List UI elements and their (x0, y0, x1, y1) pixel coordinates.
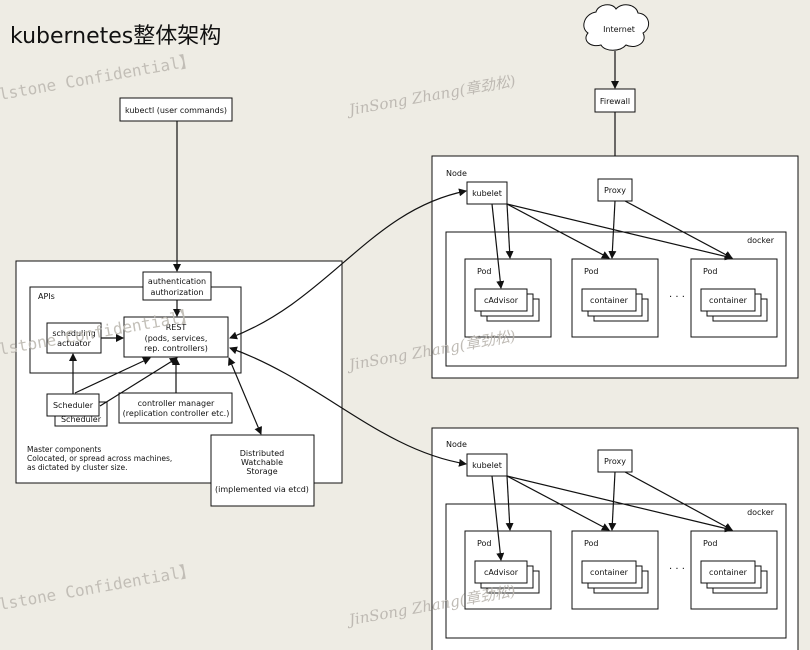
watermark-confidential: lstone Confidential】 (0, 51, 197, 104)
node-2: Node docker kubelet Proxy Pod cAdvisor P… (431, 427, 799, 650)
pod-label: Pod (477, 539, 492, 548)
proxy-label: Proxy (604, 186, 626, 195)
ellipsis: · · · (669, 292, 685, 303)
page-title: kubernetes整体架构 (10, 24, 221, 49)
master-components-line-1: Master components (27, 445, 101, 454)
kubectl-box (119, 97, 233, 122)
storage-line-2: Watchable (241, 458, 283, 467)
node-1: Node docker kubelet Proxy Pod cAdvisor P… (431, 155, 799, 379)
kubelet-box (466, 181, 508, 205)
master-components-line-2: Colocated, or spread across machines, (27, 454, 172, 463)
scheduler-label: Scheduler (53, 401, 94, 410)
scheduling-line-2: actuator (57, 339, 91, 348)
kubelet-label: kubelet (472, 461, 502, 470)
container-label: container (590, 296, 629, 305)
docker-label: docker (747, 508, 775, 517)
storage-line-3: Storage (246, 467, 277, 476)
docker-label: docker (747, 236, 775, 245)
arrow (624, 200, 733, 259)
kubelet-label: kubelet (472, 189, 502, 198)
container-box (700, 288, 756, 312)
container-box (474, 288, 528, 312)
auth-box (142, 271, 212, 301)
pod-label: Pod (584, 267, 599, 276)
storage-line-1: Distributed (240, 449, 284, 458)
watermark-author: JinSong Zhang(章劲松) (345, 72, 517, 120)
internet-cloud-icon (583, 4, 650, 51)
kubelet-box (466, 453, 508, 477)
node-label: Node (446, 440, 467, 449)
arrow-rest-kubelet-1 (229, 188, 467, 340)
arrow-scheduler-rest-2 (99, 357, 178, 407)
controller-line-1: controller manager (138, 399, 215, 408)
internet-label: Internet (603, 25, 635, 34)
container-label: cAdvisor (484, 296, 519, 305)
watermark-confidential: lstone Confidential】 (0, 561, 197, 614)
arrow (491, 475, 505, 561)
container-label: container (709, 296, 748, 305)
node-label: Node (446, 169, 467, 178)
storage-line-4: (implemented via etcd) (215, 485, 309, 494)
auth-line-2: authorization (150, 288, 203, 297)
pod-label: Pod (584, 539, 599, 548)
apis-label: APIs (38, 292, 55, 301)
arrow (505, 203, 514, 259)
pod-label: Pod (703, 267, 718, 276)
pod-label: Pod (703, 539, 718, 548)
container-box (700, 560, 756, 584)
arrow (506, 203, 610, 259)
container-box (474, 560, 528, 584)
arrow (491, 203, 505, 289)
controller-manager-box (118, 392, 233, 424)
arrow (506, 475, 610, 531)
ellipsis: · · · (669, 564, 685, 575)
master-components-line-3: as dictated by cluster size. (27, 463, 128, 472)
container-label: container (590, 568, 629, 577)
rest-line-1: REST (166, 323, 187, 332)
arrow (624, 471, 733, 531)
rest-box (123, 316, 229, 358)
arrow (505, 475, 514, 531)
container-box (581, 560, 637, 584)
arrow-scheduler-rest (74, 357, 151, 394)
scheduler-label-back: Scheduler (61, 415, 102, 424)
rest-line-3: rep. controllers) (144, 344, 208, 353)
container-label: container (709, 568, 748, 577)
scheduling-line-1: scheduling (52, 329, 95, 338)
container-label: cAdvisor (484, 568, 519, 577)
arrow (506, 203, 733, 261)
arrow-rest-kubelet-2 (229, 346, 467, 467)
arrow (608, 200, 617, 259)
firewall-label: Firewall (600, 97, 630, 106)
controller-line-2: (replication controller etc.) (123, 409, 230, 418)
container-box (581, 288, 637, 312)
pod-label: Pod (477, 267, 492, 276)
auth-line-1: authentication (148, 277, 206, 286)
arrow (506, 475, 733, 533)
rest-line-2: (pods, services, (145, 334, 208, 343)
arrow (608, 471, 617, 531)
kubectl-label: kubectl (user commands) (125, 106, 227, 115)
proxy-label: Proxy (604, 457, 626, 466)
